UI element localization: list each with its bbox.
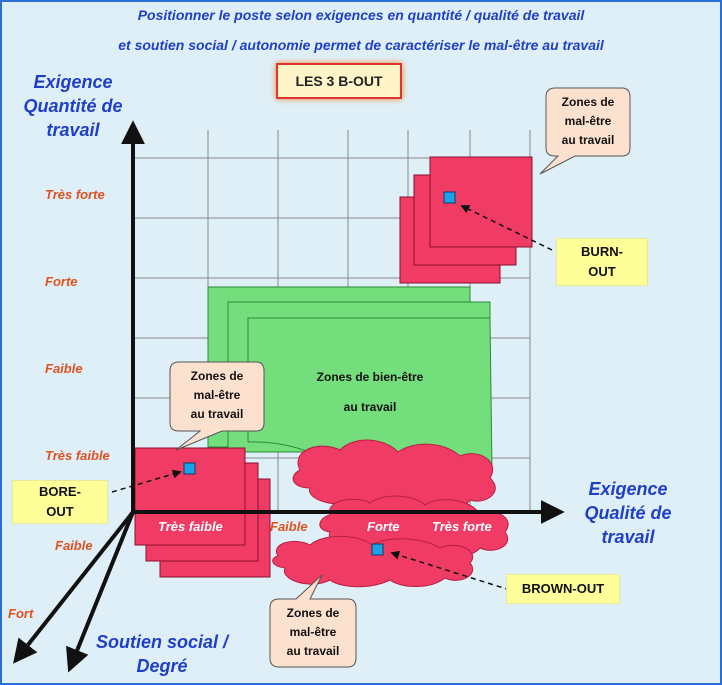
brown-out-pointer <box>390 550 511 591</box>
callout-brown-text: Zones de mal-être au travail <box>270 604 356 661</box>
x-axis-title-line2: Qualité de <box>584 503 672 523</box>
callout-brown-line1: Zones de <box>286 606 340 620</box>
bore-out-label: BORE- OUT <box>12 480 108 524</box>
title-line-1: Positionner le poste selon exigences en … <box>137 7 585 23</box>
burn-out-label: BURN- OUT <box>556 238 648 286</box>
green-zone-label-line2: au travail <box>343 400 397 414</box>
callout-burn-line1: Zones de <box>561 95 615 109</box>
callout-brown-line2: mal-être <box>289 625 337 639</box>
callout-brown-line3: au travail <box>286 644 340 658</box>
burn-out-pointer <box>460 205 553 251</box>
y-tick-faible: Faible <box>45 361 83 376</box>
burn-out-marker <box>443 191 456 204</box>
z-tick-faible: Faible <box>55 538 93 553</box>
y-tick-tres-forte: Très forte <box>45 187 105 202</box>
y-axis-title-line1: Exigence <box>33 72 113 92</box>
x-axis-title-line1: Exigence <box>588 479 668 499</box>
callout-bore-line1: Zones de <box>190 369 244 383</box>
burn-out-label-line1: BURN- <box>581 244 623 259</box>
callout-bore-line2: mal-être <box>193 388 241 402</box>
callout-bore-text: Zones de mal-être au travail <box>170 367 264 424</box>
x-tick-forte: Forte <box>367 519 400 534</box>
x-axis-title-line3: travail <box>601 527 655 547</box>
callout-bore-shape <box>169 361 265 451</box>
y-axis-title-line3: travail <box>46 120 100 140</box>
y-axis-title: Exigence Quantité de travail <box>18 70 128 142</box>
callout-burn-text: Zones de mal-être au travail <box>546 93 630 150</box>
y-tick-tres-faible: Très faible <box>45 448 110 463</box>
callout-brown-shape <box>269 574 357 668</box>
callout-burn-line3: au travail <box>561 133 615 147</box>
title-line-2: et soutien social / autonomie permet de … <box>118 37 604 53</box>
burn-out-zone <box>399 156 533 284</box>
brown-out-marker <box>371 543 384 556</box>
y-axis-title-line2: Quantité de <box>23 96 123 116</box>
burn-out-label-line2: OUT <box>588 264 616 279</box>
les-3-b-out-badge: LES 3 B-OUT <box>276 63 402 99</box>
x-tick-tres-forte: Très forte <box>432 519 492 534</box>
z-tick-fort: Fort <box>8 606 34 621</box>
bore-out-label-line1: BORE- <box>39 484 81 499</box>
bore-out-marker <box>183 462 196 475</box>
brown-out-label: BROWN-OUT <box>506 574 620 604</box>
x-tick-faible: Faible <box>270 519 308 534</box>
bore-out-pointer <box>111 469 182 493</box>
bore-out-label-line2: OUT <box>46 504 74 519</box>
green-zone <box>207 286 493 479</box>
y-tick-forte: Forte <box>45 274 78 289</box>
callout-burn-shape <box>539 87 631 175</box>
z-axis-title: Soutien social / Degré <box>82 630 242 678</box>
callout-burn-line2: mal-être <box>564 114 612 128</box>
x-tick-tres-faible: Très faible <box>158 519 223 534</box>
green-zone-label: Zones de bien-être au travail <box>300 362 440 422</box>
z-axis-title-line2: Degré <box>136 656 188 676</box>
z-axis-title-line1: Soutien social / <box>95 632 229 652</box>
axes <box>13 120 565 673</box>
green-zone-label-line1: Zones de bien-être <box>316 370 424 384</box>
x-axis-title: Exigence Qualité de travail <box>572 477 684 549</box>
callout-bore-line3: au travail <box>190 407 244 421</box>
